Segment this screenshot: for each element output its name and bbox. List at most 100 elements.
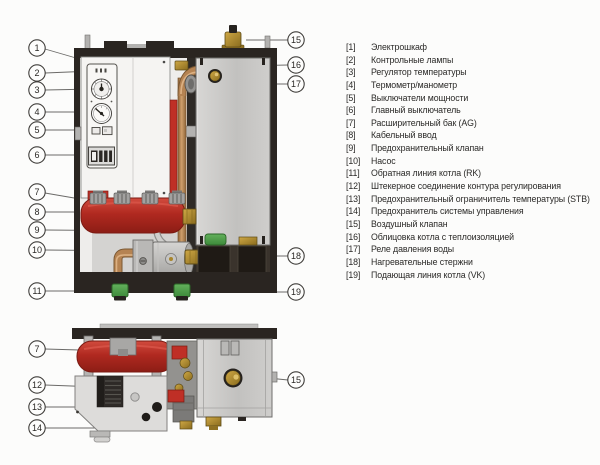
box-button [130,392,140,402]
power-switches [91,126,113,136]
callout-5: 5 [28,121,46,139]
legend-item-label: Обратная линия котла (RK) [371,168,482,179]
mounting-pin-left [84,34,91,50]
callout-15: 15 [287,31,305,49]
svg-text:1: 1 [34,43,39,53]
legend-item: [3] Регулятор температуры [346,66,598,79]
callout-14: 14 [28,419,46,437]
thermo-manometer-gauge [91,103,112,124]
legend-item-label: Кабельный ввод [371,130,437,141]
control-circuit-plug [96,375,124,408]
svg-text:11: 11 [32,286,41,296]
svg-text:17: 17 [291,79,301,89]
legend-item-number: [15] [346,218,361,229]
brass-valve-icon [179,357,191,369]
callout-16: 16 [287,56,305,74]
legend-item-number: [4] [346,79,356,90]
parts-legend: [1] Электрошкаф [2] Контрольные лампы [3… [346,41,598,281]
legend-item: [1] Электрошкаф [346,41,598,54]
heater-flange-brass [223,368,243,388]
brass-plug-icon [208,69,222,83]
svg-text:16: 16 [291,60,301,70]
callout-10: 10 [28,241,46,259]
safety-valve-red [171,345,188,360]
casing-clip [230,340,240,356]
callout-15b: 15 [287,371,305,389]
cable-gland [141,190,159,205]
callout-17: 17 [287,75,305,93]
legend-item-label: Реле давления воды [371,244,454,255]
legend-item-number: [2] [346,54,356,65]
legend-item: [4] Термометр/манометр [346,79,598,92]
frame-bar-bottom-view [72,328,277,339]
legend-item: [7] Расширительный бак (AG) [346,117,598,130]
box-foot [89,430,111,438]
svg-text:14: 14 [32,423,42,433]
top-strip [127,44,146,48]
legend-item: [6] Главный выключатель [346,104,598,117]
boiler-vessel-strip [169,99,178,201]
legend-item-number: [17] [346,244,361,255]
svg-text:2: 2 [34,68,39,78]
stb-limiter-cap [152,402,162,412]
callout-13: 13 [28,398,46,416]
svg-text:12: 12 [32,380,42,390]
legend-item-number: [5] [346,92,356,103]
screw-icon [162,60,166,64]
control-box-bottom [74,375,168,443]
svg-text:4: 4 [34,107,39,117]
temperature-regulator-dial [90,78,113,103]
legend-item-label: Расширительный бак (AG) [371,117,477,128]
legend-item-number: [13] [346,193,361,204]
indicator-lamps [95,68,107,73]
callout-8: 8 [28,203,46,221]
frame-clip-left [74,126,82,141]
svg-text:15: 15 [291,375,301,385]
legend-item-label: Регулятор температуры [371,67,467,78]
svg-text:18: 18 [291,251,301,261]
svg-text:6: 6 [34,150,39,160]
legend-item-number: [1] [346,42,356,52]
top-block-right [146,41,174,49]
callout-2: 2 [28,64,46,82]
cable-channel [187,58,196,273]
legend-item: [17] Реле давления воды [346,243,598,256]
legend-item-label: Насос [371,155,396,166]
svg-text:7: 7 [34,344,39,354]
drain-fitting [205,416,222,427]
callout-19: 19 [287,283,305,301]
callout-7: 7 [28,183,46,201]
legend-item: [14] Предохранитель системы управления [346,205,598,218]
legend-item-number: [18] [346,256,361,267]
svg-text:9: 9 [34,225,39,235]
callout-11: 11 [28,282,46,300]
bottom-view-diagram [44,323,289,443]
bottom-view-callouts: 7 12 13 14 15 [28,340,305,437]
legend-item-label: Облицовка котла с теплоизоляцией [371,231,514,242]
svg-text:8: 8 [34,207,39,217]
main-switch [88,146,115,166]
callout-9: 9 [28,221,46,239]
legend-item-label: Контрольные лампы [371,54,454,65]
legend-item: [11] Обратная линия котла (RK) [346,167,598,180]
legend-item-label: Главный выключатель [371,105,461,116]
legend-item-number: [14] [346,206,361,217]
legend-item: [16] Облицовка котла с теплоизоляцией [346,231,598,244]
legend-item: [2] Контрольные лампы [346,54,598,67]
mounting-pin-right [264,35,271,49]
cable-gland [113,190,131,205]
legend-item: [9] Предохранительный клапан [346,142,598,155]
legend-item-label: Подающая линия котла (VK) [371,269,486,280]
drain-fitting-tip [209,426,218,430]
legend-item-label: Предохранитель системы управления [371,206,524,217]
box-screw-icon [76,410,79,414]
svg-text:19: 19 [291,287,301,297]
flow-line-connector [173,283,191,301]
legend-item: [12] Штекерное соединение контура регули… [346,180,598,193]
legend-item-number: [6] [346,105,356,116]
return-line-connector [111,283,129,301]
legend-item-number: [19] [346,269,361,280]
heating-rods [197,233,267,276]
svg-text:3: 3 [34,85,39,95]
legend-item-label: Выключатели мощности [371,92,469,103]
